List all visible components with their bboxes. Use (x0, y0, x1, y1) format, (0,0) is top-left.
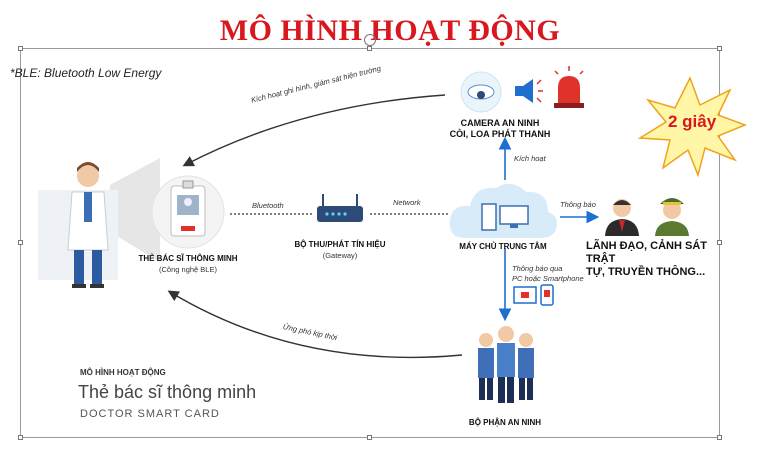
card-label: THẺ BÁC SĨ THÔNG MINH (138, 254, 238, 263)
edge-label-network: Network (393, 198, 421, 207)
resize-handle[interactable] (717, 46, 722, 51)
leader-icon (605, 199, 639, 236)
footer-subtitle: DOCTOR SMART CARD (80, 408, 220, 420)
camera-label-line1: CAMERA AN NINH (460, 118, 540, 128)
edge-label-bluetooth: Bluetooth (252, 201, 284, 210)
footer-caption: MÔ HÌNH HOẠT ĐỘNG (80, 368, 166, 377)
rotate-handle[interactable] (364, 34, 376, 46)
resize-handle[interactable] (717, 240, 722, 245)
edge-label-notify-pc-line2: PC hoặc Smartphone (512, 274, 584, 283)
resize-handle[interactable] (367, 435, 372, 440)
pc-phone-icon (513, 284, 554, 306)
footer-title: Thẻ bác sĩ thông minh (78, 382, 257, 402)
badge-label: 2 giây (668, 112, 717, 131)
starburst-badge (637, 76, 748, 178)
resize-handle[interactable] (18, 46, 23, 51)
ble-note: *BLE: Bluetooth Low Energy (10, 66, 162, 80)
siren-icon (554, 66, 584, 108)
gateway-sublabel: (Gateway) (322, 251, 358, 260)
edge-label-notify-pc: Thông báo qua PC hoặc Smartphone (512, 264, 584, 284)
resize-handle[interactable] (18, 240, 23, 245)
camera-label-line2: CÒI, LOA PHÁT THANH (449, 129, 551, 139)
signal-beam (110, 158, 160, 262)
smart-card-icon (151, 175, 225, 249)
arrow-respond (167, 290, 463, 359)
leaders-label-line2: TỰ, TRUYỀN THÔNG... (586, 266, 706, 278)
edge-label-notify-pc-line1: Thông báo qua (512, 264, 563, 273)
speaker-icon (515, 79, 543, 103)
security-team-icon (478, 326, 534, 403)
camera-icon (460, 71, 502, 113)
police-icon (655, 198, 689, 236)
server-cloud-icon (449, 183, 557, 238)
gateway-label: BỘ THU/PHÁT TÍN HIỆU (294, 240, 386, 249)
gateway-icon (317, 194, 363, 222)
arrow-trigger-record (182, 94, 446, 167)
card-sublabel: (Công nghệ BLE) (159, 265, 217, 274)
resize-handle[interactable] (367, 46, 372, 51)
doctor-icon (38, 162, 118, 288)
leaders-label: LÃNH ĐẠO, CẢNH SÁT TRẬT TỰ, TRUYỀN THÔNG… (586, 240, 718, 279)
diagram-title: MÔ HÌNH HOẠT ĐỘNG (219, 14, 561, 47)
resize-handle[interactable] (717, 435, 722, 440)
security-label: BỘ PHẬN AN NINH (468, 418, 542, 427)
resize-handle[interactable] (18, 435, 23, 440)
leaders-label-line1: LÃNH ĐẠO, CẢNH SÁT TRẬT (586, 240, 707, 265)
edge-label-activate: Kích hoạt (514, 154, 546, 163)
edge-label-notify: Thông báo (560, 200, 596, 209)
server-label: MÁY CHỦ TRUNG TÂM (459, 242, 547, 251)
camera-label: CAMERA AN NINH CÒI, LOA PHÁT THANH (440, 118, 560, 140)
